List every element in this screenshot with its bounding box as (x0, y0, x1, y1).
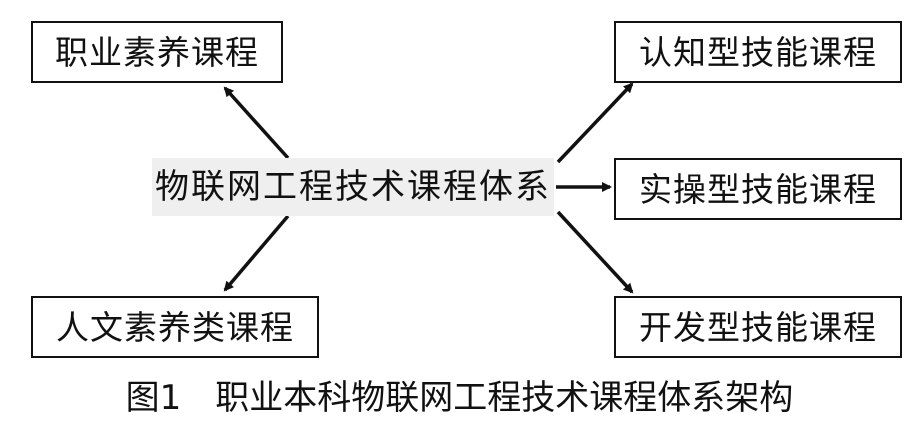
center-label: 物联网工程技术课程体系 (155, 167, 551, 207)
arrow-to-bottom-right (556, 210, 634, 294)
node-label: 认知型技能课程 (639, 32, 877, 72)
arrow-to-top-right (556, 82, 634, 164)
arrow-to-bottom-left (223, 214, 290, 292)
node-humanities-literacy-courses: 人文素养类课程 (31, 296, 319, 358)
node-label: 人文素养类课程 (56, 307, 294, 347)
node-label: 职业素养课程 (55, 32, 259, 72)
node-label: 实操型技能课程 (639, 169, 877, 209)
node-practical-skill-courses: 实操型技能课程 (614, 158, 902, 220)
figure-caption: 图1 职业本科物联网工程技术课程体系架构 (125, 378, 794, 418)
node-development-skill-courses: 开发型技能课程 (614, 296, 902, 358)
node-professional-literacy-courses: 职业素养课程 (31, 21, 283, 83)
node-label: 开发型技能课程 (639, 307, 877, 347)
arrow-to-top-left (223, 86, 290, 160)
node-center-course-system: 物联网工程技术课程体系 (152, 158, 554, 216)
node-cognitive-skill-courses: 认知型技能课程 (614, 21, 902, 83)
